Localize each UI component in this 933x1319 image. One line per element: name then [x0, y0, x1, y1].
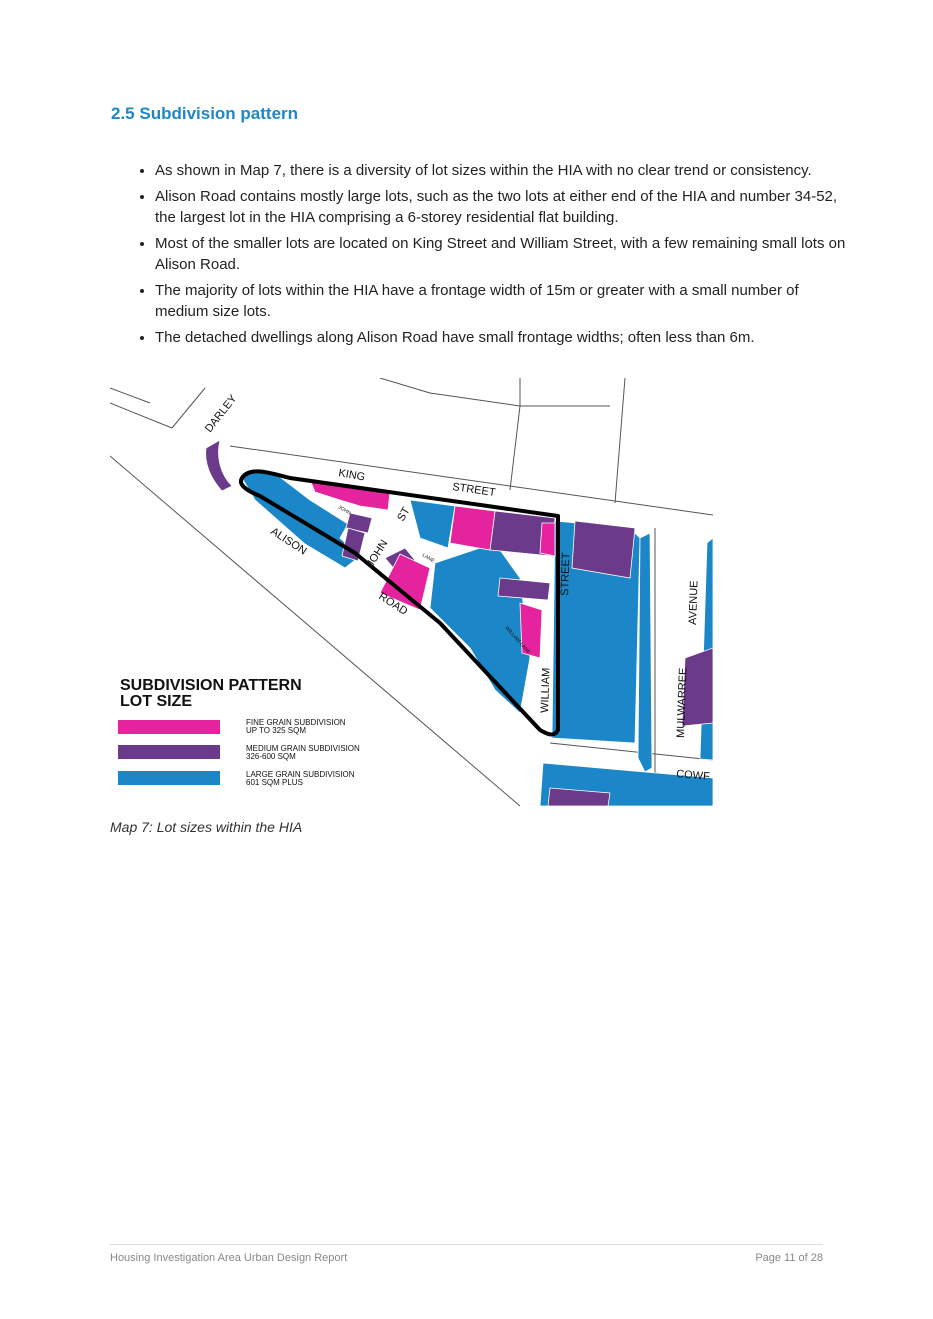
- legend-title-line1: SUBDIVISION PATTERN: [120, 677, 302, 694]
- legend-label-fine-2: UP TO 325 SQM: [246, 726, 306, 735]
- street-label-cowper: COWF: [676, 768, 711, 783]
- lot-size-map: DARLEY KING STREET JOHN ST ALISON JOHN R…: [110, 378, 713, 806]
- legend-title-line2: LOT SIZE: [120, 693, 192, 710]
- medium-lots: [205, 439, 713, 806]
- legend-label-large-1: LARGE GRAIN SUBDIVISION: [246, 770, 355, 779]
- fine-lots: [309, 479, 556, 659]
- section-heading: 2.5 Subdivision pattern: [111, 104, 299, 123]
- map-svg: DARLEY KING STREET JOHN ST ALISON JOHN R…: [110, 378, 713, 806]
- street-label-william: WILLIAM: [539, 667, 553, 713]
- street-label-john: JOHN: [364, 538, 390, 570]
- legend-label-fine-1: FINE GRAIN SUBDIVISION: [246, 718, 346, 727]
- bullet-item: The detached dwellings along Alison Road…: [155, 327, 855, 348]
- legend-swatch-large: [118, 771, 220, 785]
- hia-boundary: [239, 469, 560, 737]
- legend-label-medium-1: MEDIUM GRAIN SUBDIVISION: [246, 744, 360, 753]
- map-caption: Map 7: Lot sizes within the HIA: [110, 819, 303, 835]
- legend-swatch-medium: [118, 745, 220, 759]
- map-legend: SUBDIVISION PATTERN LOT SIZE FINE GRAIN …: [118, 677, 360, 787]
- bullet-item: Most of the smaller lots are located on …: [155, 233, 855, 275]
- bullet-item: The majority of lots within the HIA have…: [155, 280, 855, 322]
- context-lines: [110, 378, 713, 806]
- street-label-mulwarree: MULWARREE: [675, 667, 689, 738]
- footer-page-number: Page 11 of 28: [755, 1252, 823, 1264]
- bullet-item: Alison Road contains mostly large lots, …: [155, 186, 855, 228]
- footer-report-title: Housing Investigation Area Urban Design …: [110, 1252, 348, 1264]
- street-label-darley: DARLEY: [203, 392, 240, 435]
- legend-label-large-2: 601 SQM PLUS: [246, 778, 303, 787]
- legend-label-medium-2: 326-600 SQM: [246, 752, 296, 761]
- street-label-avenue: AVENUE: [687, 580, 701, 625]
- street-label-street-top: STREET: [452, 481, 497, 499]
- bullet-item: As shown in Map 7, there is a diversity …: [155, 160, 855, 181]
- bullet-list: As shown in Map 7, there is a diversity …: [133, 160, 855, 353]
- footer-divider: [110, 1244, 823, 1245]
- street-label-lane: LANE: [421, 553, 436, 565]
- street-label-street-right: STREET: [559, 552, 573, 596]
- street-label-king: KING: [337, 467, 366, 483]
- street-label-john-st-st: ST: [395, 505, 413, 523]
- legend-swatch-fine: [118, 720, 220, 734]
